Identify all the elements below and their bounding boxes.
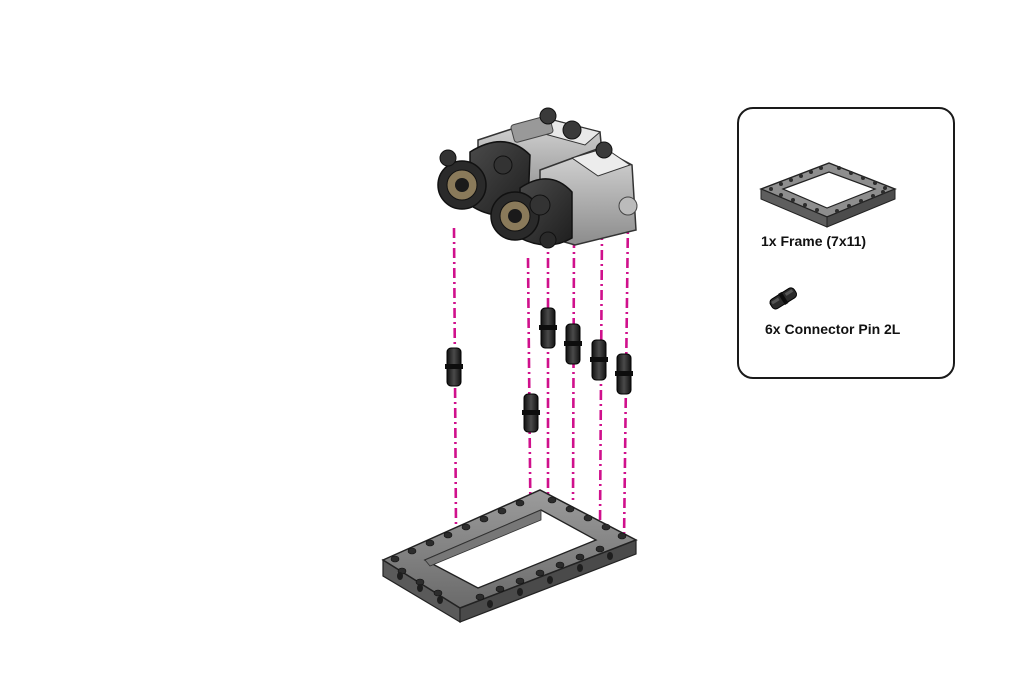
connector-pin-1 xyxy=(445,347,463,387)
guide-line-4 xyxy=(571,237,576,501)
connector-pin-icon xyxy=(769,287,798,310)
connector-pin-3 xyxy=(539,307,557,349)
connector-pin-5 xyxy=(590,339,608,381)
connector-pin-4 xyxy=(564,323,582,365)
parts-list-panel: 1x Frame (7x11) 6x Connector Pin 2L xyxy=(737,107,955,379)
connector-pin-2 xyxy=(522,393,540,433)
connector-pin-6 xyxy=(615,353,633,395)
part-label-frame: 1x Frame (7x11) xyxy=(761,233,867,249)
motor-front xyxy=(490,141,638,249)
frame-7x11 xyxy=(381,489,638,624)
frame-7x11-icon xyxy=(759,162,897,228)
connector-pins xyxy=(445,307,633,433)
part-label-connector-pin: 6x Connector Pin 2L xyxy=(765,321,901,337)
